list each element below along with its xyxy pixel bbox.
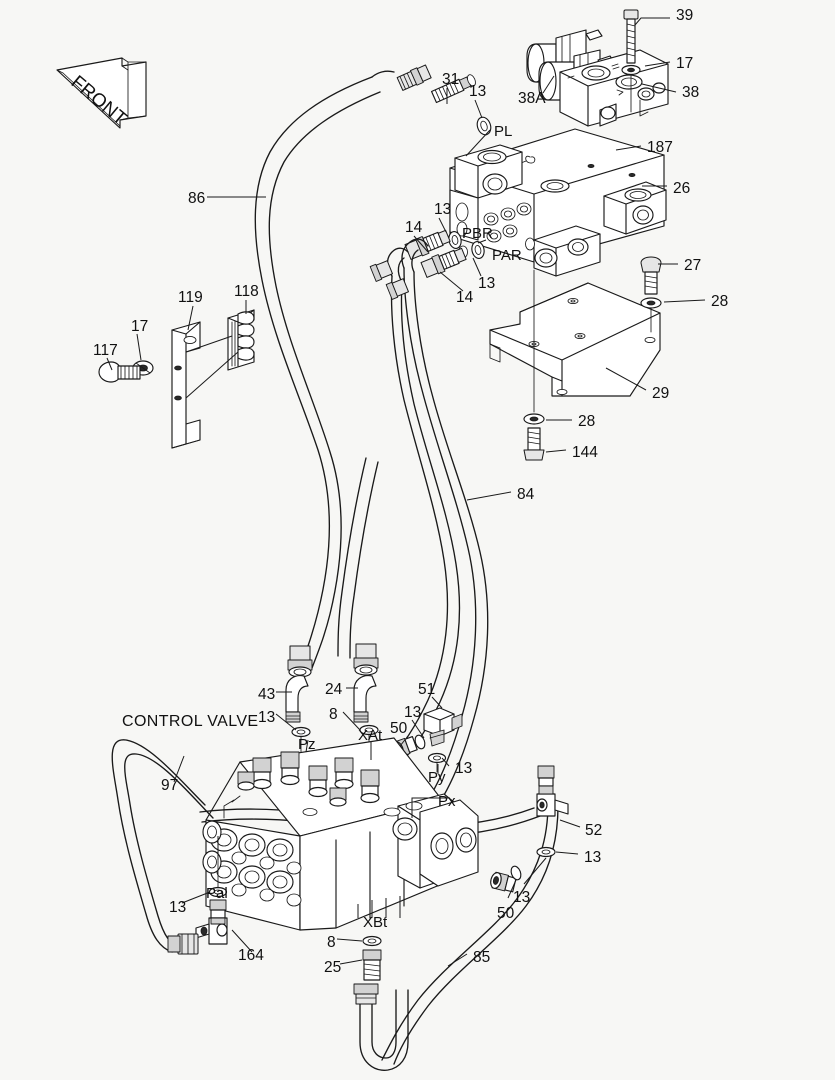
right-boss: [603, 181, 667, 235]
callout-8-bottom: 8: [327, 934, 336, 951]
port-label-pl: PL: [494, 123, 512, 140]
tee-fitting-52: [490, 765, 569, 899]
fitting-164: [167, 859, 228, 955]
callout-14-upper: 14: [405, 219, 423, 236]
hose-end-24: [353, 643, 379, 676]
hose-86: [254, 76, 381, 669]
callout-84: 84: [517, 486, 535, 503]
bracket-119: [171, 321, 201, 449]
callout-119: 119: [178, 289, 203, 306]
callout-164: 164: [238, 947, 264, 964]
hose-feeder-left: [337, 457, 379, 659]
oring-13-tee: [536, 846, 556, 858]
callout-144: 144: [572, 444, 598, 461]
callout-27: 27: [684, 257, 701, 274]
washer-28-upper: [640, 297, 662, 309]
valve-body-38: [559, 49, 669, 127]
callout-26: 26: [673, 180, 690, 197]
port-label-py: Py: [428, 769, 446, 786]
port-label-pbr: PBR: [462, 225, 493, 242]
callout-52: 52: [585, 822, 602, 839]
callout-38a: 38A: [518, 90, 546, 107]
callout-187: 187: [647, 139, 673, 156]
callout-25: 25: [324, 959, 341, 976]
hose-bottom-u: [359, 989, 409, 1071]
oring-8-xbt: [362, 935, 382, 947]
callout-31: 31: [442, 71, 459, 88]
port-label-par: PAR: [492, 247, 522, 264]
callout-8-xat: 8: [329, 706, 338, 723]
hose-group: [111, 76, 559, 1071]
callout-118: 118: [234, 283, 259, 300]
washer-17-bracket: 0: [132, 360, 154, 376]
callout-13-py-upper: 13: [404, 704, 421, 721]
connector-31: [430, 74, 476, 104]
callout-labels: 39 17 38 38A 31 13 PL 187 26 86 13 14 PB…: [93, 7, 728, 976]
hose-clamp-118: [227, 309, 255, 371]
control-valve-body: [202, 737, 479, 931]
oring-13-plug-lower: [510, 865, 522, 881]
plug-50-lower: [490, 871, 517, 893]
callout-28-lower: 28: [578, 413, 595, 430]
port-label-xbt: XBt: [363, 914, 388, 931]
callout-97: 97: [161, 777, 178, 794]
connector-25: [353, 935, 382, 1005]
callout-13-tee: 13: [584, 849, 601, 866]
washer-17-top: [621, 64, 641, 76]
oring-13-par: [471, 241, 485, 259]
callout-85: 85: [473, 949, 490, 966]
leader-lines: [106, 17, 706, 967]
oring-13-top: [476, 116, 492, 136]
valve-spool-caps: [237, 751, 423, 817]
elbow-fitting-43: [285, 675, 309, 723]
connectors-14-group: [369, 229, 485, 300]
callout-39: 39: [676, 7, 693, 24]
callout-13-py: 13: [455, 760, 472, 777]
manifold-block-26: [449, 128, 667, 277]
bolt-117: [98, 361, 141, 383]
port-label-xat: XAt: [358, 727, 383, 744]
port-boss-pl: [454, 144, 523, 199]
port-label-pal: Pal: [206, 885, 228, 902]
callout-29: 29: [652, 385, 669, 402]
callout-86: 86: [188, 190, 205, 207]
hose-end-43: [287, 645, 313, 678]
callout-24: 24: [325, 681, 343, 698]
callout-13-pal: 13: [169, 899, 186, 916]
callout-38: 38: [682, 84, 699, 101]
callout-13-pz: 13: [258, 709, 275, 726]
port-label-px: Px: [438, 793, 456, 810]
section-label-control-valve: CONTROL VALVE: [122, 713, 259, 730]
callout-51: 51: [418, 681, 435, 698]
oring-13-plug: [414, 734, 426, 750]
bolt-39: [623, 9, 639, 64]
callout-50-upper: 50: [390, 720, 408, 737]
callout-28-upper: 28: [711, 293, 728, 310]
callout-13-top: 13: [469, 83, 486, 100]
elbow-fitting-24: [353, 675, 377, 723]
hose-97: [111, 739, 214, 953]
callout-17-top: 17: [676, 55, 693, 72]
callout-13-par: 13: [478, 275, 495, 292]
elbow-fitting-51: [423, 707, 463, 747]
callout-50-lower: 50: [497, 905, 515, 922]
valve-port-face: [202, 820, 302, 907]
callout-13-pbr: 13: [434, 201, 451, 218]
bolt-27: [640, 256, 662, 295]
mounting-bracket-29: [489, 282, 661, 397]
front-boss: [525, 225, 601, 277]
bolt-144: [523, 427, 545, 461]
callout-14-lower: 14: [456, 289, 474, 306]
callout-17-bracket: 17: [131, 318, 148, 335]
callout-13-plug-lower: 13: [513, 889, 530, 906]
port-label-pz: Pz: [298, 736, 316, 753]
callout-117: 117: [93, 342, 118, 359]
hose-ends-14: [369, 238, 429, 300]
connector-14-lower: [420, 247, 467, 278]
callout-43: 43: [258, 686, 275, 703]
washer-28-lower: [523, 413, 545, 425]
fitting-31-assembly: [371, 64, 492, 136]
oring-13-py: [427, 752, 447, 764]
